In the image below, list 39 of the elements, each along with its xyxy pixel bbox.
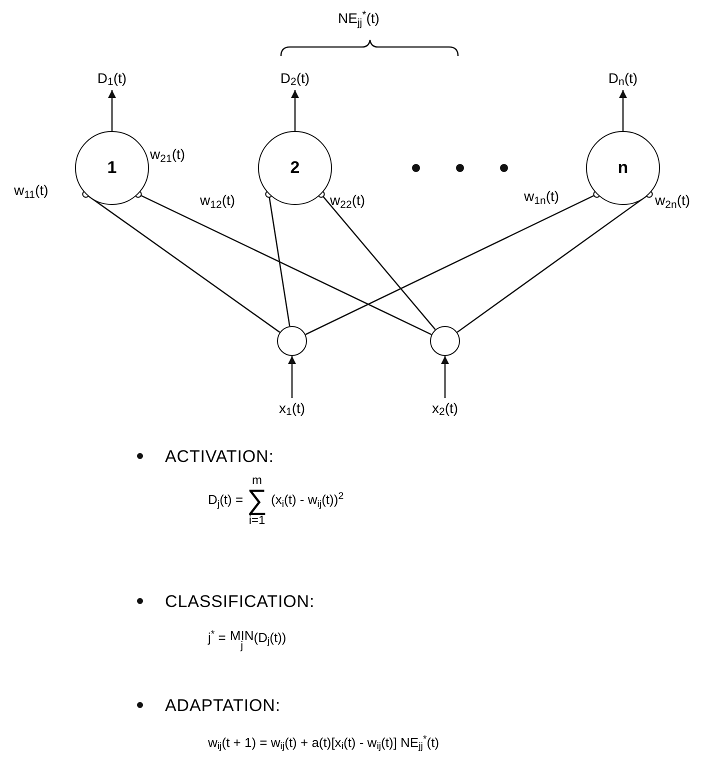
weighted-connection [265, 190, 290, 326]
formula-text: (x$_{i}$(t) - w$_{ij}$(t))$^{2}$ [271, 490, 344, 510]
arrow [108, 90, 116, 131]
weight-label: w$_{2n}$(t) [655, 192, 690, 208]
formula-subscript: j [240, 640, 244, 654]
arrow [619, 90, 627, 131]
formula-text: MIN [230, 628, 254, 643]
weight-label: w$_{1n}$(t) [524, 188, 560, 204]
weight-label: w$_{12}$(t) [200, 192, 236, 208]
arrow [441, 356, 449, 398]
neighborhood-label: NE$_{jj}$$^{*}$(t) [338, 10, 380, 26]
output-label: D$_{n}$(t) [608, 68, 638, 88]
input-label: x$_{1}$(t) [278, 398, 306, 418]
formula-text: (D$_{j}$(t)) [254, 629, 286, 648]
weight-label: w$_{11}$(t) [14, 182, 48, 198]
weighted-connection [317, 190, 436, 330]
section-heading: CLASSIFICATION: [165, 592, 315, 611]
weighted-connection [456, 190, 653, 333]
sum-limit: m [252, 474, 262, 486]
weight-label: w$_{21}$(t) [150, 146, 186, 162]
sum-limit: i=1 [248, 514, 266, 526]
weighted-connection [134, 190, 432, 336]
neuron-number: 2 [290, 157, 300, 180]
arrow [291, 90, 299, 131]
weight-label: w$_{22}$(t) [330, 192, 366, 208]
input-label: x$_{2}$(t) [432, 398, 458, 418]
sum-symbol: ∑ [247, 486, 268, 514]
arrow [288, 356, 296, 398]
formula-text: D$_{j}$(t) = [208, 491, 244, 510]
weighted-connection [82, 190, 280, 333]
neuron-number: n [618, 157, 628, 180]
section-heading: ADAPTATION: [165, 696, 280, 715]
output-label: D$_{1}$(t) [97, 68, 127, 88]
formula-text: w$_{ij}$(t + 1) = w$_{ij}$(t) + a(t)[x$_{i}$(t) - w$_{ij}$(t)] NE$_{jj}$$^{*}$(t) [208, 735, 440, 750]
formula-text: j$^{*}$ = [208, 628, 226, 647]
section-heading: ACTIVATION: [165, 447, 274, 466]
output-label: D$_{2}$(t) [280, 68, 310, 88]
neuron-number: 1 [107, 157, 117, 180]
weighted-connection [305, 190, 601, 336]
